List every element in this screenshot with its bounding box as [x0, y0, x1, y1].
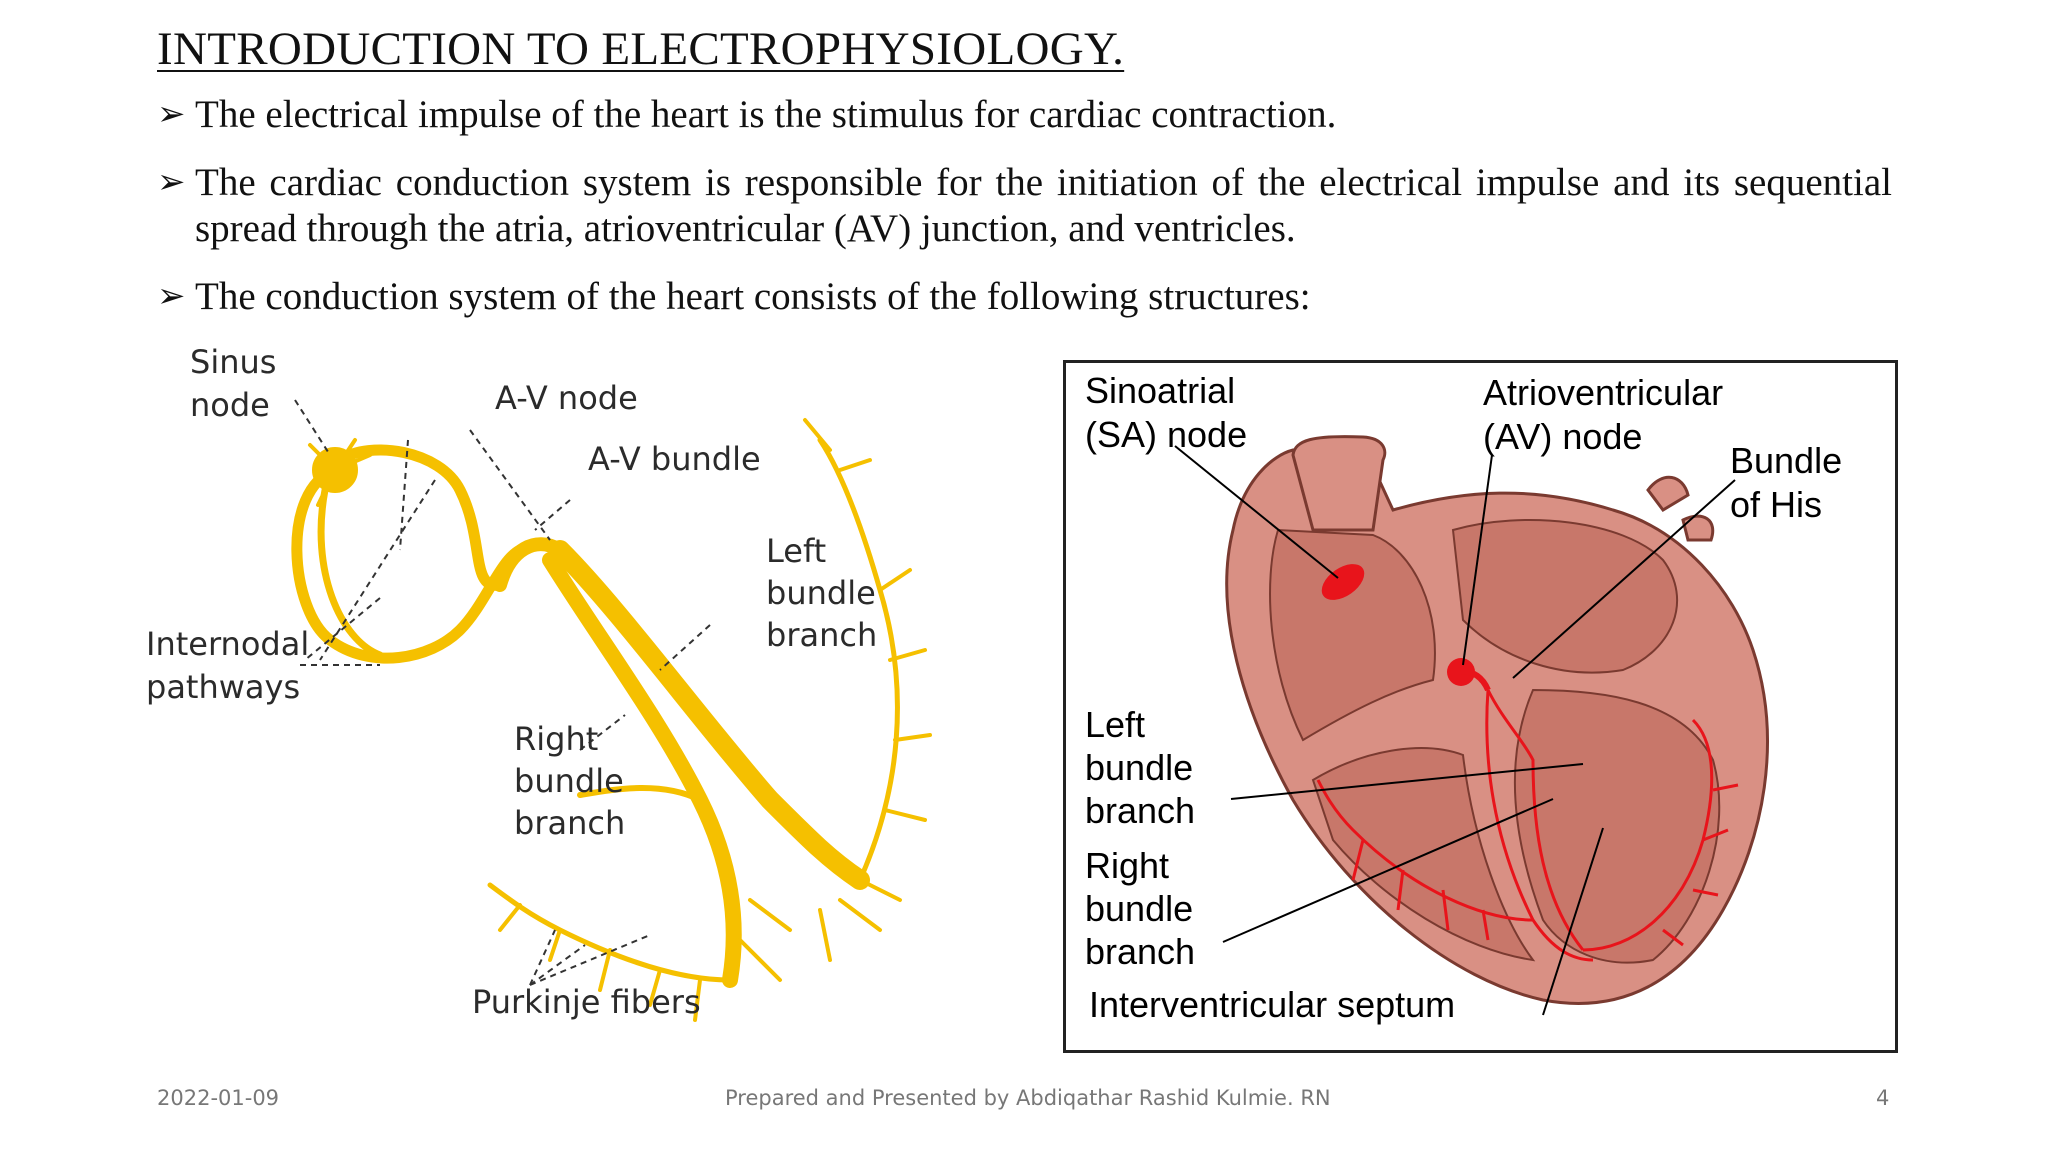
leader-lines	[294, 399, 711, 986]
footer-date: 2022-01-09	[157, 1086, 280, 1110]
left-bundle-branch-label: Left	[1085, 704, 1145, 745]
av-node-label: Atrioventricular	[1483, 372, 1723, 413]
right-bundle-branch-label: Right	[1085, 845, 1169, 886]
av-node-label: (AV) node	[1483, 416, 1642, 457]
left-diagram-labels: Sinus node A-V node A-V bundle Left bund…	[146, 343, 877, 1021]
bundle-of-his-label: of His	[1730, 484, 1822, 525]
arrow-bullet-icon: ➢	[157, 164, 186, 201]
bullet-text: The conduction system of the heart consi…	[195, 275, 1311, 318]
sa-node-label: Sinoatrial	[1085, 370, 1235, 411]
internodal-pathways-label: pathways	[146, 668, 300, 706]
right-bundle-branch-label: Right	[514, 720, 598, 758]
av-bundle-label: A-V bundle	[588, 440, 761, 478]
right-bundle-branch-label: bundle	[1085, 888, 1193, 929]
bullet-text: The electrical impulse of the heart is t…	[195, 93, 1337, 136]
right-diagram-leaders	[1174, 445, 1736, 1016]
right-bundle-branch-label: branch	[514, 804, 625, 842]
left-bundle-branch-label: bundle	[766, 574, 876, 612]
heart-anatomy-diagram: Sinoatrial (SA) node Atrioventricular (A…	[1063, 360, 1898, 1053]
left-bundle-branch-label: branch	[1085, 790, 1195, 831]
footer-presenter: Prepared and Presented by Abdiqathar Ras…	[725, 1086, 1331, 1110]
bundle-of-his-label: Bundle	[1730, 440, 1842, 481]
bullet-text: The cardiac conduction system is respons…	[195, 161, 1892, 250]
purkinje-fibers-label: Purkinje fibers	[472, 983, 701, 1021]
right-bundle-branch-label: bundle	[514, 762, 624, 800]
bullet-item: ➢ The conduction system of the heart con…	[157, 274, 1892, 320]
conduction-pathway	[291, 418, 932, 1022]
bullet-item: ➢ The cardiac conduction system is respo…	[157, 160, 1892, 252]
sa-node-label: (SA) node	[1085, 414, 1247, 455]
left-bundle-branch-label: branch	[766, 616, 877, 654]
left-bundle-branch-label: Left	[766, 532, 826, 570]
sinus-node-label: Sinus	[190, 343, 276, 381]
conduction-system-diagram: Sinus node A-V node A-V bundle Left bund…	[146, 343, 932, 1022]
septum-label: Interventricular septum	[1089, 984, 1455, 1025]
arrow-bullet-icon: ➢	[157, 96, 186, 133]
left-bundle-branch-label: bundle	[1085, 747, 1193, 788]
internodal-pathways-label: Internodal	[146, 625, 309, 663]
arrow-bullet-icon: ➢	[157, 278, 186, 315]
heart-illustration	[1225, 435, 1769, 1005]
right-diagram-labels: Sinoatrial (SA) node Atrioventricular (A…	[1085, 370, 1842, 1025]
sinus-node-label: node	[190, 386, 270, 424]
bullet-item: ➢ The electrical impulse of the heart is…	[157, 92, 1892, 138]
av-node-label: A-V node	[495, 379, 638, 417]
page-number: 4	[1876, 1086, 1890, 1110]
right-bundle-branch-label: branch	[1085, 931, 1195, 972]
slide-title: INTRODUCTION TO ELECTROPHYSIOLOGY.	[157, 23, 1125, 75]
bullet-list: ➢ The electrical impulse of the heart is…	[157, 92, 1892, 320]
